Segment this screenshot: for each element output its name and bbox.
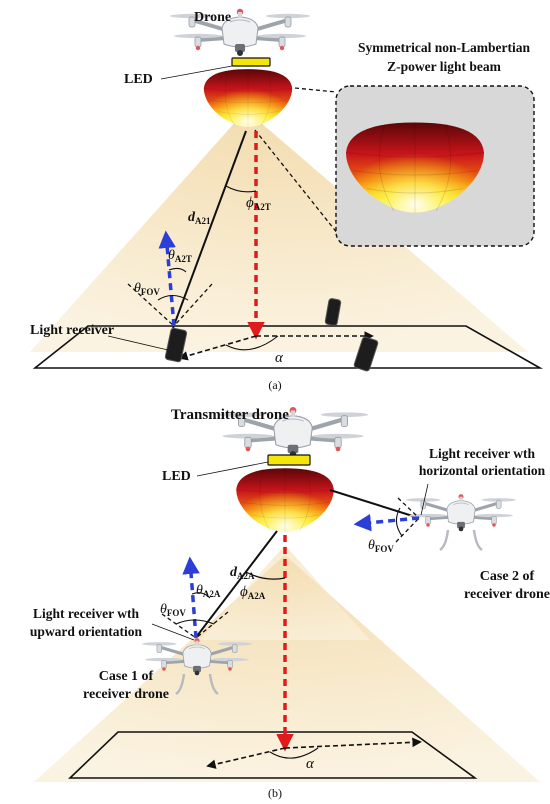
case2-label-2: receiver drone: [464, 587, 550, 602]
horiz-receiver-pointer: [420, 483, 429, 516]
light-cone: [30, 110, 528, 352]
ground-arrow-right-b: [284, 737, 422, 749]
upward-label-1: Light receiver wth: [33, 606, 139, 621]
light-cone-b: [34, 555, 540, 782]
led-icon: [231, 57, 271, 67]
zoom-line-top: [294, 87, 337, 93]
receiver-drone-case2-legs: [439, 529, 483, 552]
receiver-phone-1: [164, 327, 188, 363]
receiver-normal-arrow-case1: [182, 556, 200, 639]
horiz-label-2: horizontal orientation: [419, 463, 546, 478]
ground-plane-b: [68, 731, 478, 779]
receiver-pointer: [107, 335, 169, 351]
fov2-arc: [395, 507, 403, 537]
zoom-line-bottom: [254, 129, 339, 235]
receiver-drone-case1-legs: [175, 673, 219, 696]
case1-label-1: Case 1 of: [99, 669, 154, 684]
theta-label: θA2T: [168, 248, 192, 264]
alpha-label-b: α: [306, 756, 315, 772]
receiver-normal-arrow: [158, 230, 176, 327]
ground-plane: [32, 325, 544, 369]
phi-label-b: ϕA2A: [240, 584, 266, 601]
led-b-pointer: [196, 461, 269, 477]
fov2-line-bottom: [395, 517, 420, 543]
panel-b: Transmitter drone LED Light receiver wth…: [30, 407, 550, 800]
upward-receiver-pointer: [151, 623, 195, 641]
case1-label-2: receiver drone: [83, 687, 169, 702]
led-pointer: [160, 65, 233, 80]
caption-b: (b): [268, 786, 282, 800]
fov-label-b: θFOV: [160, 602, 186, 618]
phi-arc: [225, 185, 257, 193]
led-b-icon: [267, 454, 311, 466]
receiver-label: Light receiver: [30, 323, 114, 338]
alpha-label: α: [275, 350, 284, 366]
beam-title-2: Z-power light beam: [387, 59, 502, 74]
fov-line-left: [127, 283, 175, 327]
transmitter-label: Transmitter drone: [171, 407, 289, 423]
light-cone-b-top: [200, 545, 370, 640]
fov-label: θFOV: [134, 281, 160, 297]
distance-line-case1: [196, 530, 278, 637]
d-label: dA21: [188, 210, 211, 226]
drone-label: Drone: [194, 10, 231, 25]
ground-arrow-left: [178, 335, 257, 361]
alpha-arc: [225, 335, 279, 351]
theta-label-b: θA2A: [196, 583, 221, 599]
receiver-drone-case2-icon: [406, 492, 516, 533]
fov2-line-top: [397, 497, 420, 519]
fov-line-right: [173, 283, 213, 327]
caption-a: (a): [268, 378, 281, 392]
led-label: LED: [124, 72, 153, 87]
drone-icon: [170, 6, 310, 58]
receiver-normal-arrow-case2: [353, 513, 420, 532]
fov2-label-b: θFOV: [368, 538, 394, 554]
panel-a: Drone LED Symmetrical non-Lambertian Z-p…: [30, 6, 544, 392]
receiver-phone-2: [324, 298, 342, 326]
phi-arc-b: [245, 571, 286, 580]
alpha-arc-b: [269, 747, 319, 759]
beam-title-1: Symmetrical non-Lambertian: [358, 40, 531, 55]
light-beam-b-icon: [235, 467, 335, 533]
receiver-phone-3: [353, 336, 379, 372]
fov-arc: [157, 294, 189, 301]
led-b-label: LED: [162, 469, 191, 484]
ground-arrow-left-b: [206, 747, 286, 769]
case2-label-1: Case 2 of: [480, 569, 535, 584]
fov1-arc: [175, 619, 215, 625]
horiz-label-1: Light receiver wth: [429, 446, 535, 461]
distance-line-case2: [329, 489, 420, 519]
phi-label: ϕA2T: [246, 195, 271, 212]
d-label-b: dA2A: [230, 565, 255, 581]
light-beam-icon: [203, 68, 293, 128]
upward-label-2: upward orientation: [30, 624, 143, 639]
theta-arc: [168, 267, 187, 273]
distance-line: [172, 130, 247, 329]
theta-arc-b: [191, 592, 211, 599]
